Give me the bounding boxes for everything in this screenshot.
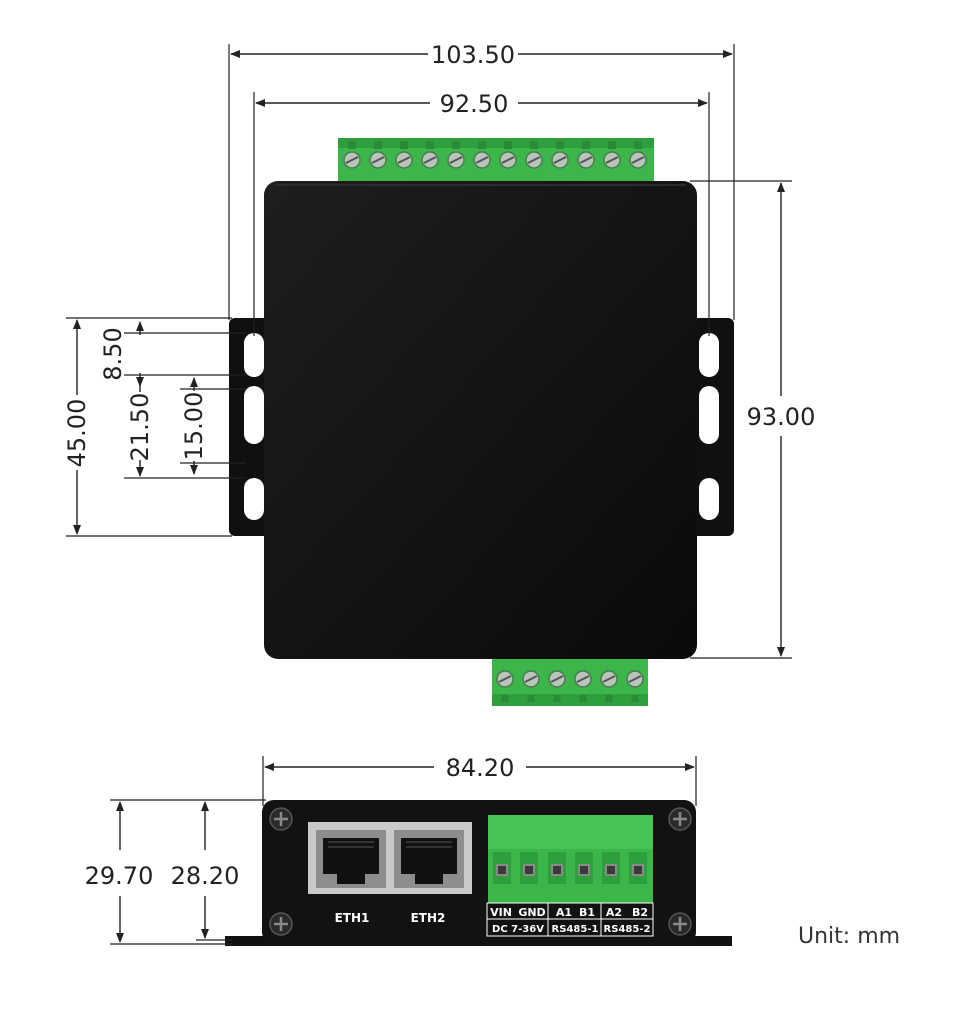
dim-front-body-height: 28.20 — [171, 862, 240, 890]
eth2-label: ETH2 — [411, 911, 446, 925]
dim-front-width: 84.20 — [446, 754, 515, 782]
eth1-label: ETH1 — [335, 911, 370, 925]
dim-front-total-height: 29.70 — [85, 862, 154, 890]
terminal-label-b2: B2 — [632, 906, 648, 919]
terminal-screw-icon — [522, 670, 540, 702]
terminal-label-a2: A2 — [606, 906, 622, 919]
dimension-lines — [73, 50, 785, 657]
dim-overall-width: 103.50 — [431, 41, 515, 69]
terminal-screw-icon — [600, 670, 618, 702]
terminal-screw-icon — [447, 141, 465, 169]
dim-slot-length: 15.00 — [180, 392, 208, 461]
terminal-socket — [602, 852, 620, 884]
terminal-screw-icon — [525, 141, 543, 169]
enclosure-top-view — [264, 181, 697, 659]
terminal-screw-icon — [574, 670, 592, 702]
top-terminal-block — [338, 138, 654, 182]
extension-lines — [66, 44, 792, 659]
screw-icon — [269, 807, 293, 831]
screw-icon — [269, 912, 293, 936]
screw-icon — [668, 807, 692, 831]
dim-body-height: 93.00 — [747, 403, 816, 431]
terminal-socket — [493, 852, 511, 884]
front-extension-lines — [110, 756, 697, 945]
terminal-label-a1: A1 — [556, 906, 572, 919]
terminal-socket — [575, 852, 593, 884]
bottom-terminal-block — [492, 658, 648, 706]
terminal-screw-icon — [603, 141, 621, 169]
terminal-screw-icon — [369, 141, 387, 169]
terminal-screw-icon — [577, 141, 595, 169]
terminal-screw-icon — [626, 670, 644, 702]
ethernet-port-icon[interactable] — [316, 830, 386, 888]
terminal-socket — [548, 852, 566, 884]
terminal-socket — [629, 852, 647, 884]
front-dimension-lines — [116, 763, 695, 943]
terminal-screw-icon — [343, 141, 361, 169]
terminal-sockets — [493, 852, 647, 884]
terminal-label-vin: VIN — [490, 906, 512, 919]
terminal-label-rs485-1: RS485-1 — [552, 924, 599, 935]
unit-label: Unit: mm — [798, 924, 901, 949]
terminal-label-gnd: GND — [518, 906, 545, 919]
dim-hole-spacing: 92.50 — [440, 90, 509, 118]
terminal-screw-icon — [548, 670, 566, 702]
terminal-label-rs485-2: RS485-2 — [604, 924, 651, 935]
dim-bracket-height: 45.00 — [63, 399, 91, 468]
terminal-label-dc-range: DC 7-36V — [492, 924, 544, 935]
terminal-screw-icon — [629, 141, 647, 169]
terminal-screw-icon — [395, 141, 413, 169]
terminal-screw-icon — [421, 141, 439, 169]
terminal-screw-icon — [551, 141, 569, 169]
terminal-socket — [520, 852, 538, 884]
screw-icon — [668, 912, 692, 936]
terminal-screw-icon — [496, 670, 514, 702]
terminal-label-panel — [486, 902, 654, 937]
terminal-label-b1: B1 — [579, 906, 595, 919]
terminal-screw-icon — [473, 141, 491, 169]
terminal-screw-icon — [499, 141, 517, 169]
dim-slot-offset: 8.50 — [99, 327, 127, 380]
ethernet-port-icon[interactable] — [394, 830, 464, 888]
dim-slot-span: 21.50 — [126, 393, 154, 462]
